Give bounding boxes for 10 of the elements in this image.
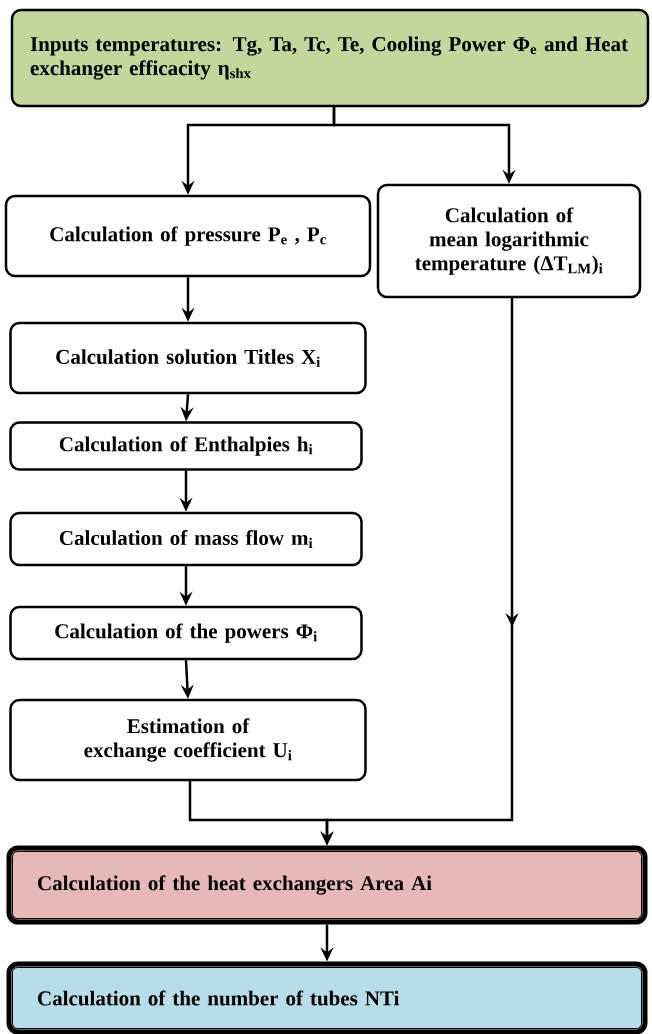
process-box: Calculation of mean logarithmic temperature (ΔT$_{LM}$)$_{i}$ (376, 183, 642, 299)
result-box: Calculation of the heat exchangers Area Ai (6, 845, 648, 925)
result-box: Calculation of the number of tubes NTi (6, 961, 648, 1034)
process-box: Calculation solution Titles X$_{i}$ (9, 321, 367, 395)
process-box: Calculation of pressure P$_{e}$ , P$_{c}$ (4, 194, 372, 278)
process-box: Inputs temperatures: Tg, Ta, Tc, Te, Cooling Power Φ$_{e}$ and Heat exchanger efficacity η$_{shx}$ (10, 8, 650, 108)
process-box: Calculation of the powers Φ$_{i}$ (9, 605, 363, 661)
process-box: Calculation of mass flow m$_{i}$ (9, 511, 363, 567)
process-box: Estimation of exchange coefficient U$_{i}$ (9, 698, 367, 782)
process-box: Calculation of Enthalpies h$_{i}$ (9, 421, 363, 471)
